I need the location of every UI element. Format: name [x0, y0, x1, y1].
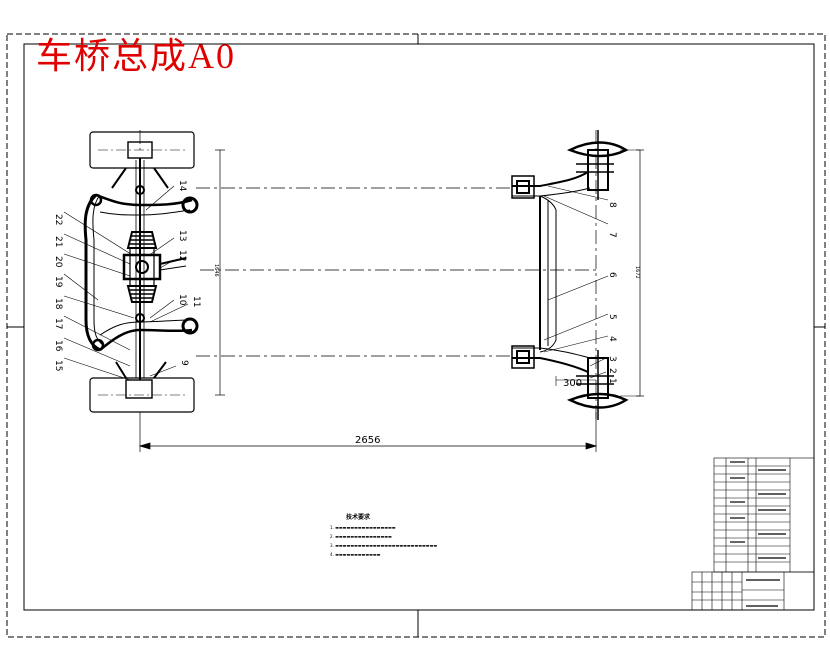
axle-side-view — [511, 130, 644, 420]
callout-14: 14 — [177, 180, 187, 192]
callout-3: 3 — [607, 356, 617, 362]
wheel-bottom — [89, 377, 195, 413]
tech-note-line-2: 2. ▬▬▬▬▬▬▬▬▬▬▬▬▬▬▬ — [330, 534, 392, 539]
right-callout-leaders — [543, 185, 609, 379]
callout-20: 20 — [53, 256, 63, 268]
callout-16: 16 — [53, 340, 63, 352]
callout-12: 12 — [177, 250, 187, 261]
callout-5: 5 — [607, 314, 617, 320]
callout-9: 9 — [179, 360, 189, 366]
callout-10: 10 — [177, 294, 187, 306]
callout-7: 7 — [607, 232, 617, 238]
dim-track-left: 1646 — [213, 264, 219, 277]
dim-offset-lines — [555, 376, 596, 386]
callout-19: 19 — [53, 276, 63, 288]
callout-22: 22 — [53, 214, 63, 225]
tech-note-line-3: 3. ▬▬▬▬▬▬▬▬▬▬▬▬▬▬▬▬▬▬▬▬▬▬▬▬▬▬▬ — [330, 543, 438, 548]
callout-1: 1 — [607, 378, 617, 384]
wheel-top — [89, 131, 195, 169]
callout-13: 13 — [177, 230, 187, 241]
tech-notes-heading: 技术要求 — [346, 514, 371, 521]
dim-offset: 300 — [563, 378, 582, 389]
center-lines — [139, 130, 600, 420]
drawing-title: 车桥总成A0 — [36, 36, 236, 76]
left-callouts: 22 21 20 19 18 17 16 15 14 13 12 10 11 9 — [53, 180, 201, 371]
tech-note-line-1: 1. ▬▬▬▬▬▬▬▬▬▬▬▬▬▬▬▬ — [330, 525, 396, 530]
tech-note-line-4: 4. ▬▬▬▬▬▬▬▬▬▬▬▬ — [330, 552, 381, 557]
tech-notes: 技术要求 1. ▬▬▬▬▬▬▬▬▬▬▬▬▬▬▬▬ 2. ▬▬▬▬▬▬▬▬▬▬▬▬… — [330, 512, 437, 557]
callout-18: 18 — [53, 298, 63, 310]
callout-8: 8 — [607, 202, 617, 208]
callout-15: 15 — [53, 360, 63, 371]
callout-2: 2 — [607, 368, 617, 374]
callout-11: 11 — [191, 296, 201, 307]
title-block — [691, 457, 815, 611]
dim-wheelbase: 2656 — [355, 435, 380, 446]
callout-4: 4 — [607, 336, 617, 342]
dim-wheelbase-lines — [138, 412, 598, 452]
left-callout-leaders — [63, 185, 189, 381]
callout-21: 21 — [53, 236, 63, 247]
outer-frame — [6, 33, 826, 638]
dim-track-right: 1672 — [634, 266, 640, 279]
title-block-text-marks — [730, 461, 786, 607]
right-callouts: 8 7 6 5 4 3 2 1 — [607, 202, 617, 384]
callout-6: 6 — [607, 272, 617, 278]
axle-top-view — [83, 131, 225, 413]
callout-17: 17 — [53, 318, 63, 329]
